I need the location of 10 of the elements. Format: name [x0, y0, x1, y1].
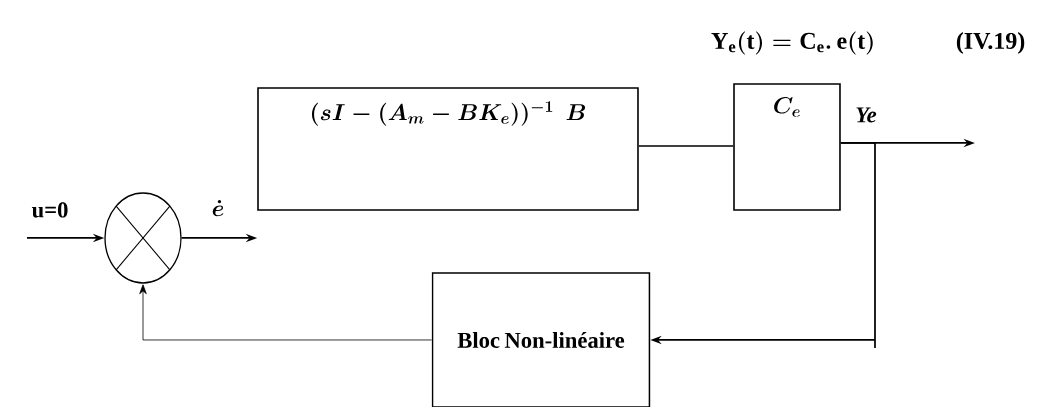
- arrow: [139, 284, 433, 341]
- summing-junction: [104, 192, 182, 284]
- block: $( sI-(A_m-BK_e))^{-1}\ \ B$: [257, 87, 639, 211]
- equation-number: (IV.19): [956, 32, 1025, 54]
- block: $C_e$: [733, 83, 841, 211]
- edge-label: $\dot{e}$: [212, 199, 224, 217]
- block: Bloc Non-linéaire: [431, 272, 651, 407]
- edge-label: Ye: [856, 107, 877, 123]
- edge-label: u=0: [31, 202, 68, 218]
- equation: $\mathrm{Y_e(t) = C_e.\,e(t)}$: [711, 31, 873, 55]
